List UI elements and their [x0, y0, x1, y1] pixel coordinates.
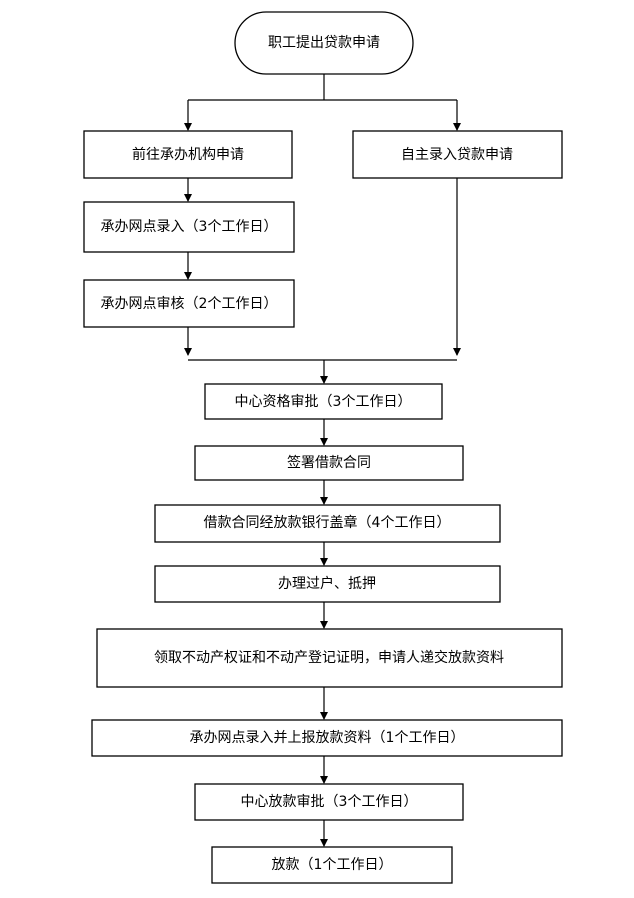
branch-right-label: 自主录入贷款申请 [401, 147, 513, 163]
step-3-node: 借款合同经放款银行盖章（4个工作日） [154, 504, 501, 543]
step-8-label: 放款（1个工作日） [272, 857, 393, 873]
step-8-node: 放款（1个工作日） [211, 846, 453, 884]
step-3-label: 借款合同经放款银行盖章（4个工作日） [204, 514, 451, 531]
step-2-label: 签署借款合同 [287, 454, 371, 471]
left-step-2-label: 承办网点审核（2个工作日） [101, 296, 278, 312]
step-7-node: 中心放款审批（3个工作日） [194, 783, 464, 821]
left-step-1-node: 承办网点录入（3个工作日） [83, 201, 295, 253]
step-2-node: 签署借款合同 [194, 445, 464, 481]
merge-connector [188, 359, 457, 384]
step-1-node: 中心资格审批（3个工作日） [204, 383, 443, 420]
step-1-label: 中心资格审批（3个工作日） [235, 394, 412, 410]
branch-left-node: 前往承办机构申请 [83, 130, 293, 179]
step-6-label: 承办网点录入并上报放款资料（1个工作日） [190, 730, 465, 746]
step-5-node: 领取不动产权证和不动产登记证明，申请人递交放款资料 [96, 628, 563, 688]
start-node: 职工提出贷款申请 [234, 11, 414, 75]
step-5-label: 领取不动产权证和不动产登记证明，申请人递交放款资料 [154, 649, 504, 666]
left-step-2-node: 承办网点审核（2个工作日） [83, 279, 295, 328]
step-7-label: 中心放款审批（3个工作日） [241, 794, 418, 810]
split-connector [184, 74, 461, 131]
branch-left-label: 前往承办机构申请 [132, 146, 244, 163]
branch-right-node: 自主录入贷款申请 [352, 130, 563, 179]
step-6-node: 承办网点录入并上报放款资料（1个工作日） [91, 719, 563, 757]
start-label: 职工提出贷款申请 [268, 35, 380, 51]
left-step-1-label: 承办网点录入（3个工作日） [101, 219, 278, 235]
step-4-label: 办理过户、抵押 [278, 575, 376, 592]
step-4-node: 办理过户、抵押 [154, 565, 501, 603]
